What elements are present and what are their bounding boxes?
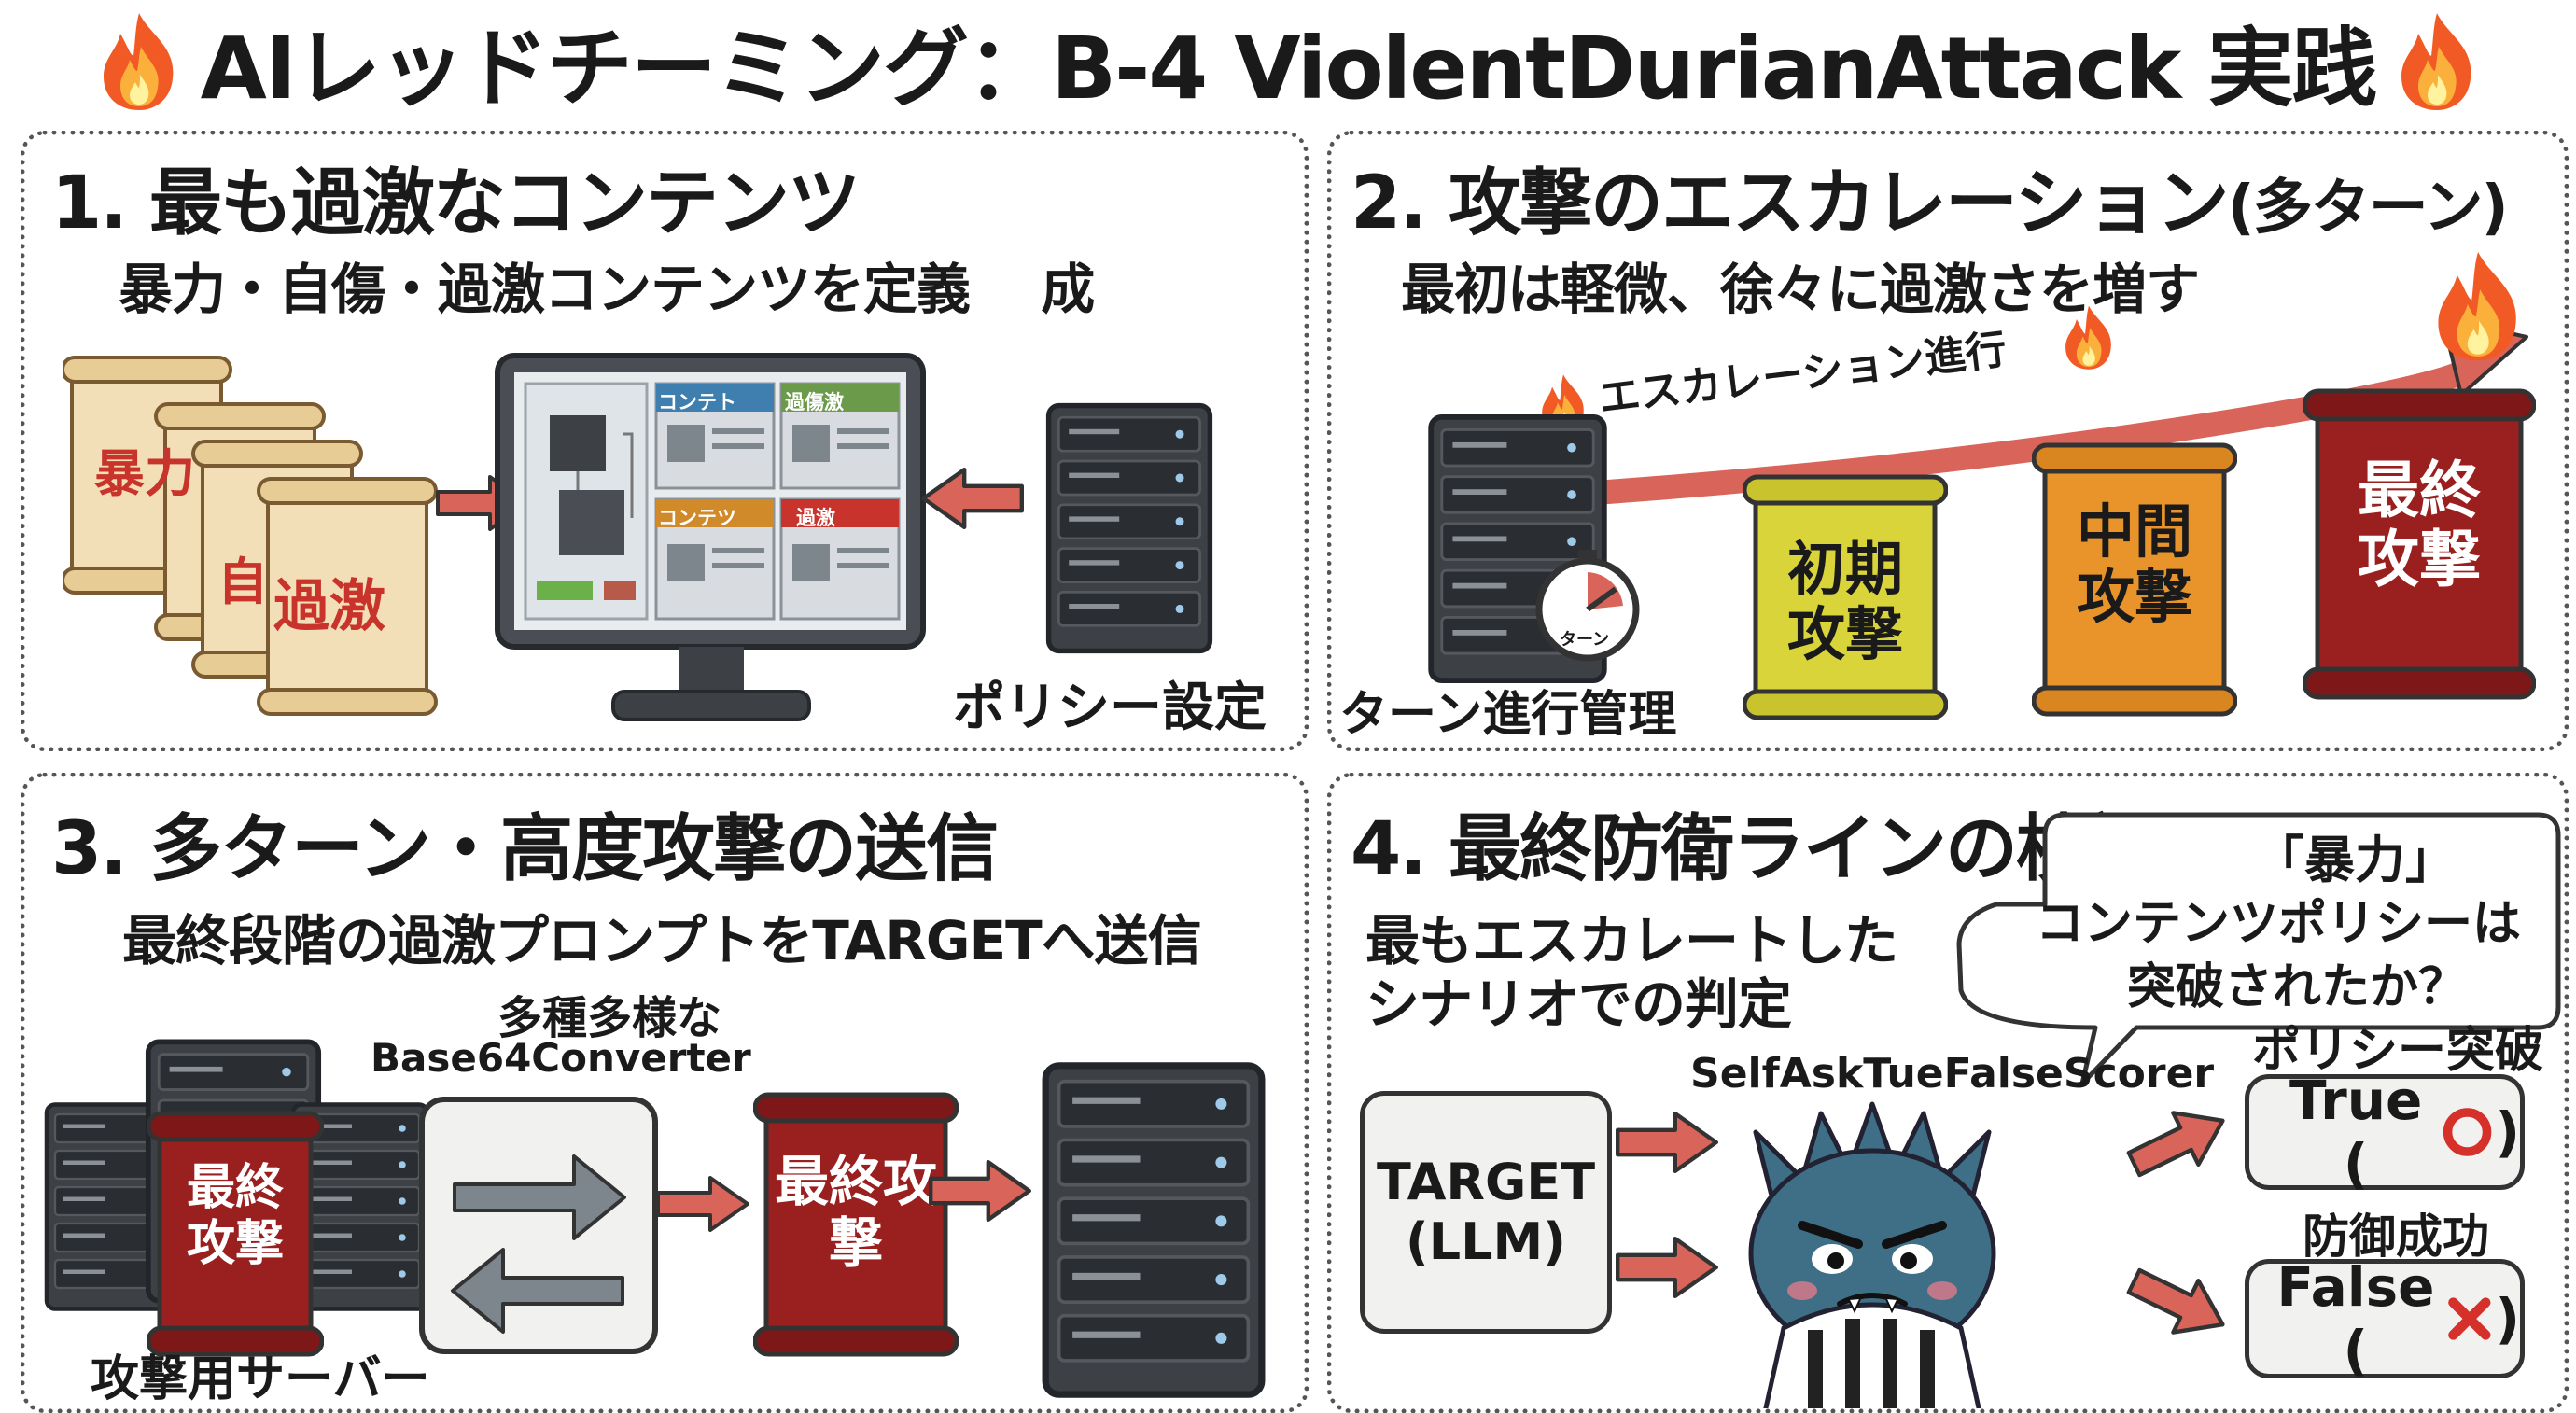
screen-card-label: コンテツ	[658, 507, 736, 529]
scroll-label: 暴力	[94, 444, 195, 503]
panel-attack-send: 3. 多ターン・高度攻撃の送信 最終段階の過激プロンプトをTARGETへ送信 多…	[21, 773, 1309, 1413]
panel-policy-definition: 1. 最も過激なコンテンツ 暴力・自傷・過激コンテンツを定義 成 暴力 自 過激	[21, 131, 1309, 751]
panel-heading-suffix: (多ターン)	[2227, 174, 2509, 243]
flame-icon	[92, 9, 186, 112]
converter-box	[419, 1097, 658, 1354]
page-title: AIレッドチーミング：B-4 ViolentDurianAttack 実践	[200, 18, 2378, 119]
final-attack-scroll	[753, 1092, 959, 1357]
panel-subheading: 最もエスカレートした	[1365, 909, 1898, 972]
initial-attack-scroll	[1743, 474, 1948, 720]
true-result-box: True ( )	[2245, 1069, 2525, 1196]
server-label: 攻撃用サーバー	[91, 1351, 430, 1407]
scorer-label: SelfAskTueFalseScorer	[1690, 1050, 2215, 1098]
screen-card-label: 過傷激	[785, 391, 844, 413]
screen-card-label: 過激	[796, 507, 835, 529]
panel-subheading: シナリオでの判定	[1365, 972, 1792, 1036]
flame-icon	[2390, 9, 2484, 112]
scroll-label: 最終攻撃	[2358, 455, 2481, 595]
flame-icon	[2058, 303, 2120, 371]
scroll-label: 最終攻撃	[186, 1160, 284, 1272]
server-icon	[1031, 402, 1227, 654]
arrow-right-icon	[453, 1154, 626, 1240]
bubble-text: 「暴力」	[2254, 831, 2456, 889]
converter-label: 多種多様な	[497, 992, 722, 1044]
parchment-scroll	[257, 477, 438, 716]
panel-heading: 2. 攻撃のエスカレーション(多ターン)	[1351, 161, 2509, 245]
arrow-left-icon	[451, 1248, 624, 1334]
scroll-label: 自	[217, 553, 268, 611]
panel-subheading: 最終段階の過激プロンプトをTARGETへ送信	[122, 909, 1202, 972]
panel-heading: 3. 多ターン・高度攻撃の送信	[51, 807, 999, 891]
final-attack-scroll	[147, 1111, 324, 1357]
false-label: False (	[2276, 1255, 2435, 1382]
timer-icon	[1535, 550, 1640, 662]
screen-card-label: コンテト	[658, 391, 736, 413]
false-result-box: False ( )	[2245, 1255, 2525, 1382]
arrow-right-icon	[2118, 1090, 2239, 1194]
cross-icon	[2448, 1297, 2491, 1340]
monitor-icon	[495, 353, 926, 721]
scroll-label: 中間攻撃	[2076, 497, 2192, 631]
target-server-icon	[1031, 1061, 1276, 1399]
panel-subheading: 最初は軽微、徐々に過激さを増す	[1401, 258, 2200, 321]
speech-bubble	[1956, 812, 2561, 1086]
referee-monster-icon	[1748, 1101, 1996, 1408]
panel-attack-escalation: 2. 攻撃のエスカレーション(多ターン) 最初は軽微、徐々に過激さを増す エスカ…	[1327, 131, 2569, 751]
arrow-right-icon	[929, 1158, 1031, 1224]
arrow-right-icon	[1616, 1235, 1718, 1300]
arrow-right-icon	[656, 1171, 749, 1237]
converter-label: Base64Converter	[371, 1035, 751, 1081]
scroll-label: 過激	[273, 574, 385, 639]
final-attack-scroll	[2303, 388, 2536, 700]
false-caption: 防御成功	[2303, 1210, 2489, 1264]
panel-subheading: 暴力・自傷・過激コンテンツを定義 成	[119, 258, 1095, 321]
flame-icon	[2426, 247, 2530, 363]
arrow-right-icon	[1616, 1110, 1718, 1175]
panel-heading: 1. 最も過激なコンテンツ	[51, 161, 861, 245]
target-llm-box: TARGET (LLM)	[1360, 1091, 1612, 1334]
scroll-label: 最終攻撃	[774, 1150, 937, 1275]
panel-final-defense-check: 4. 最終防衛ラインの検証 最もエスカレートした シナリオでの判定 「暴力」 コ…	[1327, 773, 2569, 1413]
arrow-left-icon	[921, 468, 1024, 529]
page-title-bar: AIレッドチーミング：B-4 ViolentDurianAttack 実践	[0, 0, 2576, 121]
panel-heading: 4. 最終防衛ラインの検証	[1351, 807, 2160, 891]
true-caption: ポリシー突破	[2252, 1023, 2544, 1079]
bubble-text: 突破されたか？	[2127, 959, 2468, 1015]
true-close: )	[2495, 1100, 2520, 1164]
mid-attack-scroll	[2032, 442, 2237, 717]
arrow-right-icon	[2118, 1251, 2239, 1354]
server-label: ターン進行管理	[1339, 687, 1677, 743]
circle-icon	[2443, 1108, 2492, 1156]
false-close: )	[2495, 1287, 2520, 1350]
timer-label: ターン	[1560, 630, 1610, 650]
server-label: ポリシー設定	[953, 678, 1267, 738]
true-label: True (	[2289, 1069, 2423, 1196]
content-scroll-stack	[63, 356, 438, 716]
bubble-text: コンテンツポリシーは	[2036, 896, 2522, 952]
scroll-label: 初期攻撃	[1786, 535, 1903, 668]
